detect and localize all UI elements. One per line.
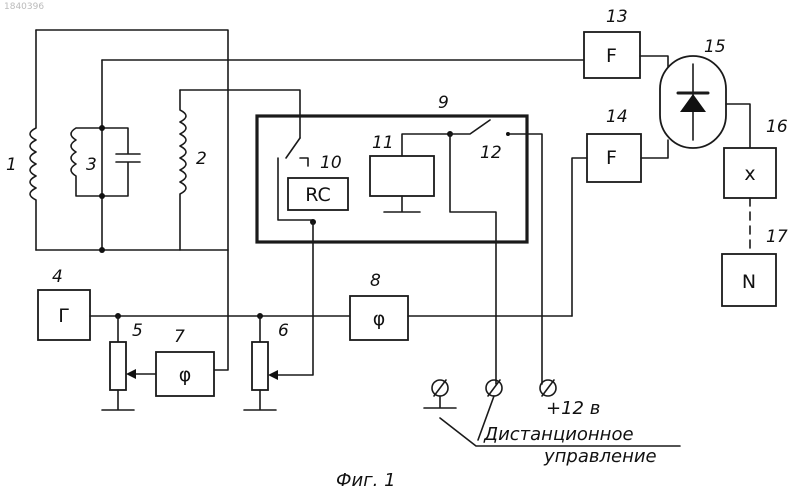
potentiometer-6: [244, 316, 278, 410]
label-16: 16: [766, 117, 788, 137]
rc-block-label: RC: [305, 184, 331, 206]
label-1: 1: [6, 155, 17, 175]
potentiometer-5: [102, 316, 156, 410]
remote-label-line-2: управление: [543, 446, 657, 467]
label-12: 12: [480, 143, 502, 163]
label-7: 7: [174, 327, 185, 347]
label-13: 13: [606, 7, 628, 27]
label-10: 10: [320, 153, 342, 173]
label-9: 9: [438, 93, 449, 113]
tank-circuit-3: [71, 60, 140, 253]
wire-13-15: [640, 56, 668, 72]
label-2: 2: [196, 149, 207, 169]
coil-2: [180, 90, 300, 250]
generator-4-label: Г: [58, 305, 70, 327]
figure-caption: Фиг. 1: [336, 470, 396, 491]
rc-output-wire: [274, 222, 313, 375]
phase-shifter-8-label: φ: [373, 308, 386, 330]
label-5: 5: [132, 321, 143, 341]
label-3: 3: [86, 155, 97, 175]
block-14-label: F: [606, 147, 617, 169]
diode-15: [660, 56, 750, 148]
wire-14-15: [641, 140, 668, 158]
supply-label: +12 в: [546, 398, 600, 419]
block-16-label: x: [744, 163, 755, 185]
remote-label-line-1: Дистанционное: [483, 424, 634, 445]
label-6: 6: [278, 321, 289, 341]
block-17-label: N: [742, 271, 756, 293]
label-8: 8: [370, 271, 381, 291]
phase-shifter-7-label: φ: [179, 364, 192, 386]
label-15: 15: [704, 37, 726, 57]
label-11: 11: [372, 133, 394, 153]
label-14: 14: [606, 107, 628, 127]
label-17: 17: [766, 227, 788, 247]
block-13-label: F: [606, 45, 617, 67]
wire-14-in: [572, 158, 587, 316]
watermark-text: 1840396: [4, 2, 44, 12]
label-4: 4: [52, 267, 63, 287]
